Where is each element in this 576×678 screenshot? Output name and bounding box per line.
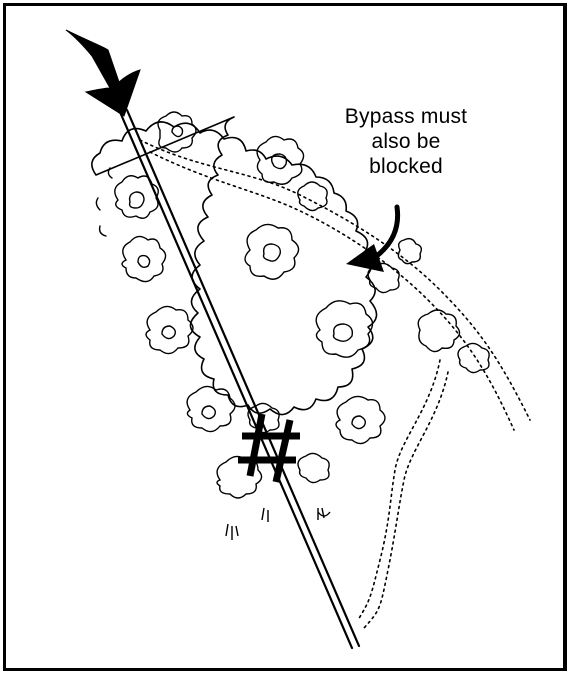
annotation-line-3: blocked xyxy=(326,154,486,179)
tree-crown xyxy=(96,168,112,236)
tree-crown xyxy=(130,192,144,208)
bypass-trail-edge xyxy=(364,372,448,628)
tree-crown xyxy=(298,453,329,482)
bypass-trail-edge xyxy=(358,360,440,620)
annotation-line-1: Bypass must xyxy=(326,104,486,129)
tree-crown xyxy=(162,326,175,339)
tree-crown xyxy=(202,406,215,419)
tree-crown xyxy=(187,386,235,431)
trunk xyxy=(226,524,238,540)
tree-crown xyxy=(398,239,421,264)
roadblock-bar xyxy=(250,414,262,476)
annotation-line-2: also be xyxy=(326,129,486,154)
trunk xyxy=(318,512,330,516)
tree-crown xyxy=(352,416,365,429)
tree-crown xyxy=(122,236,166,281)
trunk xyxy=(262,508,268,522)
bypass-annotation: Bypass must also be blocked xyxy=(326,104,486,179)
tree-crown xyxy=(458,343,489,372)
arrow-down-icon xyxy=(66,30,140,116)
tree-trunks xyxy=(226,508,330,540)
tree-crown xyxy=(115,176,158,219)
tree-crown xyxy=(146,306,193,353)
curved-arrow-shaft xyxy=(374,207,398,258)
tree-crown xyxy=(138,256,150,268)
roadblock-mark xyxy=(238,414,300,482)
tree-crown xyxy=(336,396,385,443)
tree-crown xyxy=(418,310,459,352)
